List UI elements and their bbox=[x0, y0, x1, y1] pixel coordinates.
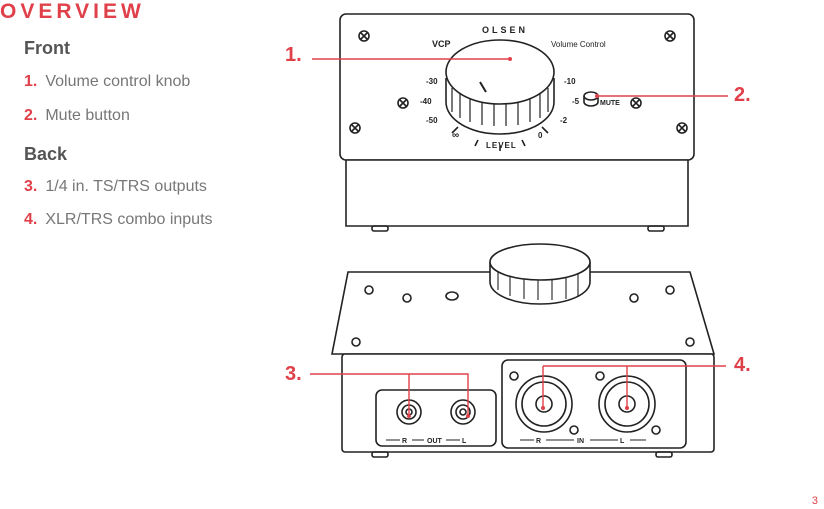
item-number: 3. bbox=[24, 178, 38, 195]
item-number: 2. bbox=[24, 107, 38, 124]
svg-text:-10: -10 bbox=[564, 77, 576, 86]
svg-text:MUTE: MUTE bbox=[600, 100, 620, 107]
front-body bbox=[345, 160, 689, 227]
item-text: Volume control knob bbox=[45, 73, 191, 90]
callout-1: 1. bbox=[285, 44, 302, 66]
svg-text:-50: -50 bbox=[426, 116, 438, 125]
svg-text:OUT: OUT bbox=[427, 438, 443, 445]
xlr-combo-input bbox=[509, 371, 661, 435]
svg-text:-30: -30 bbox=[426, 77, 438, 86]
volume-knob bbox=[445, 39, 555, 135]
item-text: 1/4 in. TS/TRS outputs bbox=[45, 178, 207, 195]
svg-text:R: R bbox=[402, 438, 407, 445]
list-item: 3. 1/4 in. TS/TRS outputs bbox=[24, 178, 207, 196]
svg-text:L: L bbox=[462, 438, 467, 445]
screw-icon bbox=[349, 30, 688, 134]
svg-text:-40: -40 bbox=[420, 97, 432, 106]
svg-text:∞: ∞ bbox=[452, 130, 459, 141]
item-text: XLR/TRS combo inputs bbox=[45, 211, 213, 228]
page-heading: OVERVIEW bbox=[0, 0, 145, 23]
screw-icon bbox=[351, 285, 695, 347]
callout-2: 2. bbox=[734, 84, 751, 106]
callout-line-3 bbox=[310, 373, 469, 416]
svg-text:-2: -2 bbox=[560, 116, 568, 125]
svg-text:0: 0 bbox=[538, 131, 543, 140]
list-item: 4. XLR/TRS combo inputs bbox=[24, 211, 213, 229]
volume-knob bbox=[489, 243, 591, 305]
list-item: 2. Mute button bbox=[24, 107, 130, 125]
item-text: Mute button bbox=[45, 107, 130, 124]
section-front-label: Front bbox=[24, 38, 70, 58]
svg-text:LEVEL: LEVEL bbox=[486, 141, 517, 150]
brand-logo: OLSEN bbox=[482, 25, 528, 35]
item-number: 4. bbox=[24, 211, 38, 228]
section-back-label: Back bbox=[24, 144, 68, 164]
svg-text:R: R bbox=[536, 438, 541, 445]
callout-3: 3. bbox=[285, 363, 302, 385]
list-item: 1. Volume control knob bbox=[24, 73, 190, 91]
page-number: 3 bbox=[811, 495, 818, 507]
svg-text:-5: -5 bbox=[572, 97, 580, 106]
back-panel bbox=[341, 353, 715, 453]
product-label: Volume Control bbox=[551, 40, 606, 49]
svg-text:IN: IN bbox=[577, 438, 584, 445]
model-label: VCP bbox=[432, 39, 451, 49]
callout-line-4 bbox=[542, 365, 726, 408]
callout-4: 4. bbox=[734, 354, 751, 376]
item-number: 1. bbox=[24, 73, 38, 90]
svg-text:L: L bbox=[620, 438, 625, 445]
